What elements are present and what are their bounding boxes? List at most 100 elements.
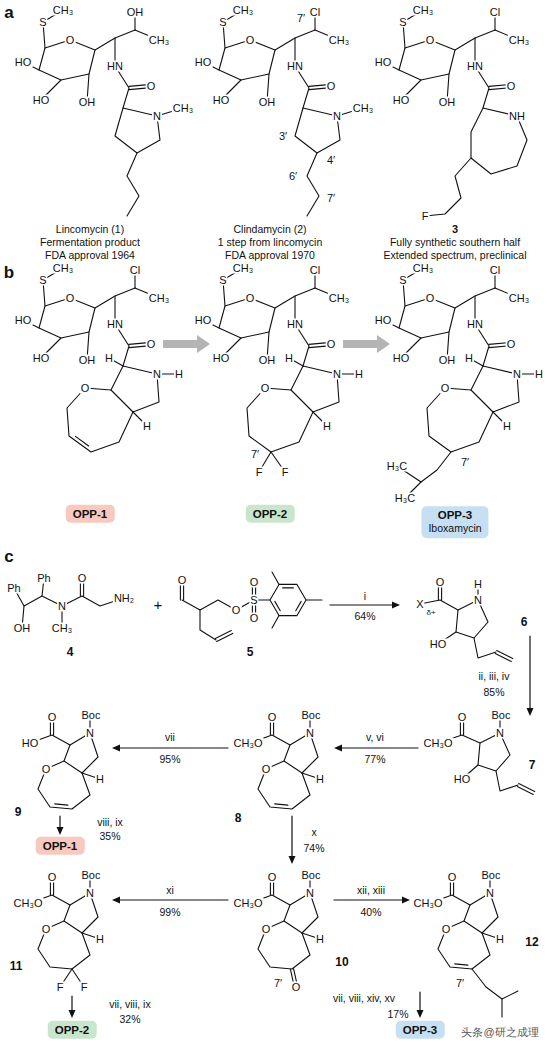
bond [270,584,306,615]
caption: 1 step from lincomycin [218,237,322,248]
atom-label: 4′ [326,155,336,166]
bond [306,599,322,600]
atom-label: O [441,924,452,935]
atom-label: HN [106,61,124,72]
reaction-arrow [402,897,410,904]
atom-label: N [305,728,315,739]
reaction-condition: 77% [363,754,386,765]
atom-label: O [65,293,76,304]
bond [284,893,318,933]
bond [115,324,129,366]
caption: Lincomycin (1) [56,224,124,235]
atom-label: CH₃ [148,293,170,304]
bond [455,964,468,965]
atom-label: X [415,599,424,610]
atom-label: 7′ [455,978,465,989]
atom-label: O [146,81,157,92]
atom-label: F [255,467,264,478]
bond [517,786,533,794]
reaction-condition: 95% [158,754,181,765]
compound-number: 3 [452,224,458,235]
atom-label: O [506,81,517,92]
bond [275,804,288,805]
bond [284,733,318,773]
atom-label: F [80,982,89,993]
atom-label: H [502,421,512,432]
reaction-condition: ii, iii, iv [478,671,511,682]
atom-label: HO [374,315,393,326]
badge-subtitle: Iboxamycin [428,523,481,536]
atom-label: CH₃O [233,738,264,749]
compound-number: 11 [10,960,23,972]
bond [529,636,530,710]
bond [456,600,488,638]
atom-label: N [473,595,483,606]
compound-number: 10 [335,956,348,968]
atom-label: CH₃ [412,5,434,16]
atom-label: Ph [6,583,21,594]
reaction-condition: xii, xiii [356,885,386,896]
atom-label: S [398,17,407,28]
atom-label: S [218,275,227,286]
reaction-condition: 74% [302,843,325,854]
atom-label: CH₃ [52,263,74,274]
atom-label: O [506,339,517,350]
atom-label: O [47,872,58,883]
atom-label: O [326,81,337,92]
atom-label: H [95,934,105,945]
atom-label: 7′ [326,193,336,204]
reaction-arrow [289,856,296,864]
atom-label: HO [429,639,448,650]
atom-label: OH [13,623,32,634]
atom-label: CH₃O [233,898,264,909]
bond [258,921,310,969]
atom-label: Ph [36,573,51,584]
bond [64,733,98,773]
atom-label: HO [14,57,33,68]
atom-label: CH₃ [508,293,530,304]
atom-label: HO [212,353,231,364]
atom-label: F [281,467,290,478]
bond [38,761,90,809]
bond [64,893,98,933]
atom-label: S [218,17,227,28]
atom-label: CH₃ [232,5,254,16]
atom-label: HO [392,353,411,364]
atom-label: N [85,728,95,739]
atom-label: H [315,774,325,785]
atom-label: HN [286,319,304,330]
atom-label: NH [508,111,526,122]
bond [14,588,124,606]
reaction-condition: vii, viii, xiv, xv [332,993,396,1004]
bond [118,747,228,748]
bond [67,388,133,452]
atom-label: HN [466,319,484,330]
bond [295,66,309,108]
reaction-arrow [417,1010,424,1018]
reaction-condition: v, vi [365,732,385,743]
atom-label: OH [438,97,457,108]
reaction-condition: vii [164,732,176,743]
bond [472,969,518,999]
atom-label: CH₃O [423,738,454,749]
atom-label: O [267,872,278,883]
atom-label: Boc [301,870,322,881]
atom-label: H [142,421,152,432]
caption: Clindamycin (2) [234,224,307,235]
bond [474,638,496,658]
atom-label: CH₃ [52,5,74,16]
atom-label: O [260,383,271,394]
bond [478,733,510,771]
atom-label: 7′ [250,449,260,460]
bond [419,992,420,1012]
atom-label: CH₃ [328,293,350,304]
atom-label: N [332,111,342,122]
compound-number: 6 [521,616,528,628]
bond [475,324,489,366]
atom-label: HO [212,95,231,106]
bond [38,921,90,969]
atom-label: S [38,17,47,28]
atom-label: H [95,774,105,785]
atom-label: H [464,353,474,364]
bond [200,610,216,640]
